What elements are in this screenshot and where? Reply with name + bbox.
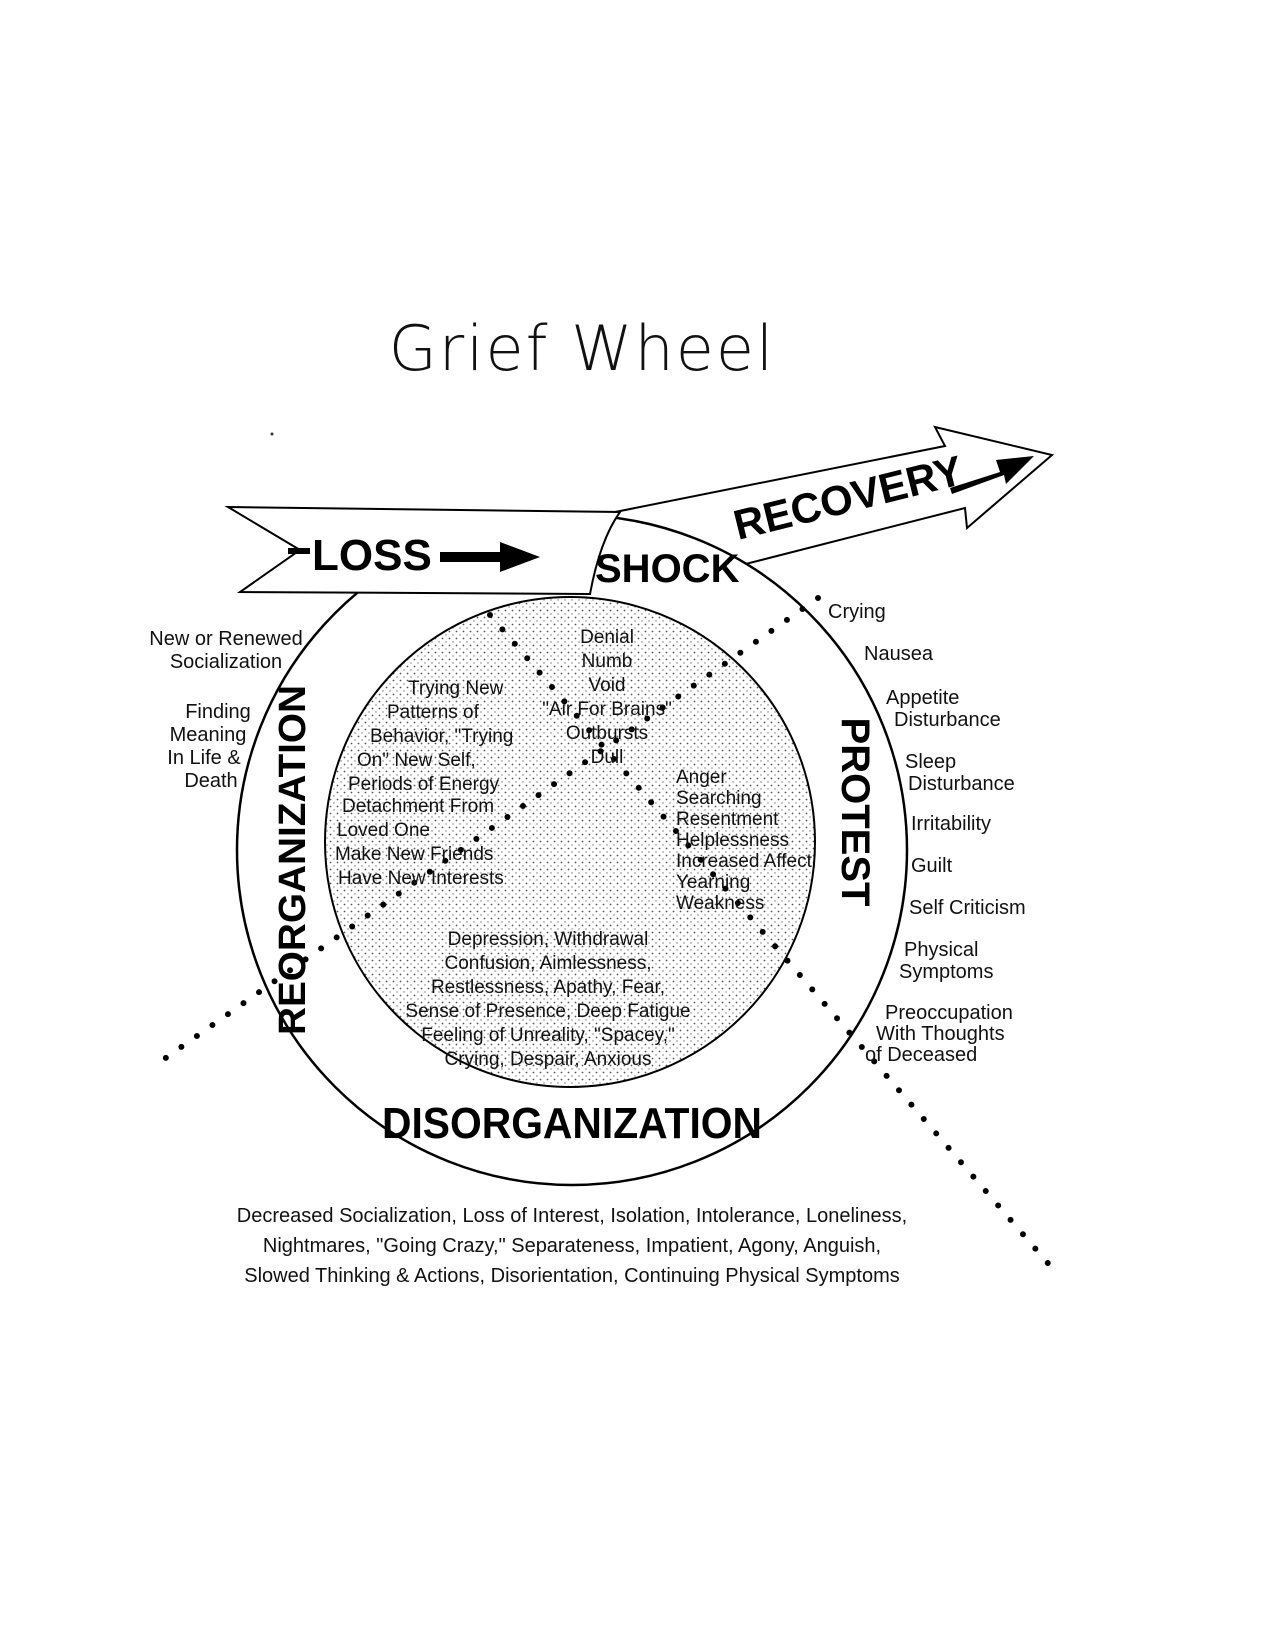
inner-circle: [324, 596, 816, 1088]
speck: [270, 432, 274, 436]
inner-disorganization-list: Depression, Withdrawal Confusion, Aimles…: [405, 929, 690, 1070]
symptom: Feeling of Unreality, "Spacey,": [421, 1025, 675, 1046]
inner-shock-list: Denial Numb Void "Air For Brains" Outbur…: [542, 627, 672, 768]
stage-disorganization: DISORGANIZATION: [382, 1099, 762, 1148]
dotted-divider-2: [157, 595, 821, 1065]
symptom: Finding: [185, 701, 251, 723]
symptom-line: Decreased Socialization, Loss of Interes…: [237, 1205, 907, 1227]
symptom: Symptoms: [899, 961, 993, 983]
symptom: Resentment: [676, 809, 779, 830]
symptom: "Air For Brains": [542, 699, 672, 720]
symptom: Crying, Despair, Anxious: [445, 1049, 652, 1070]
symptom: Disturbance: [894, 709, 1001, 731]
symptom: Periods of Energy: [348, 774, 500, 795]
symptom: Behavior, "Trying: [370, 726, 513, 747]
recovery-arrow-icon: [950, 456, 1034, 494]
symptom: Anger: [676, 767, 727, 788]
outer-protest-list: Crying Nausea Appetite Disturbance Sleep…: [828, 601, 1026, 1066]
symptom: Numb: [582, 651, 633, 672]
symptom: Have New Interests: [338, 868, 504, 889]
symptom: Irritability: [911, 813, 991, 835]
symptom: Socialization: [170, 651, 282, 673]
symptom: In Life &: [167, 747, 241, 769]
symptom: Yearning: [676, 872, 750, 893]
symptom: Sense of Presence, Deep Fatigue: [405, 1001, 690, 1022]
symptom: Helplessness: [676, 830, 789, 851]
symptom: Disturbance: [908, 773, 1015, 795]
symptom: Preoccupation: [885, 1002, 1013, 1024]
symptom: Depression, Withdrawal: [448, 929, 649, 950]
symptom: Weakness: [676, 893, 764, 914]
symptom: Denial: [580, 627, 634, 648]
symptom: Restlessness, Apathy, Fear,: [431, 977, 665, 998]
symptom: Self Criticism: [909, 897, 1026, 919]
symptom: Trying New: [408, 678, 504, 699]
symptom: of Deceased: [865, 1044, 977, 1066]
symptom: New or Renewed: [149, 628, 302, 650]
symptom: Nausea: [864, 643, 934, 665]
symptom: Appetite: [886, 687, 959, 709]
symptom: Void: [589, 675, 626, 696]
symptom: Dull: [591, 747, 624, 768]
symptom: Sleep: [905, 751, 956, 773]
symptom: Increased Affect: [676, 851, 813, 872]
outer-disorganization-list: Decreased Socialization, Loss of Interes…: [237, 1205, 907, 1287]
symptom: Patterns of: [387, 702, 480, 723]
loss-arrow-icon: [440, 542, 540, 572]
stage-protest: PROTEST: [833, 718, 877, 907]
symptom: Outbursts: [566, 723, 648, 744]
symptom: Physical: [904, 939, 978, 961]
symptom-line: Nightmares, "Going Crazy," Separateness,…: [263, 1235, 881, 1257]
symptom: Death: [184, 770, 237, 792]
symptom: Guilt: [911, 855, 953, 877]
symptom: Loved One: [337, 820, 430, 841]
inner-reorganization-list: Trying New Patterns of Behavior, "Trying…: [335, 678, 513, 889]
inner-protest-list: Anger Searching Resentment Helplessness …: [676, 767, 813, 914]
symptom-line: Slowed Thinking & Actions, Disorientatio…: [244, 1265, 900, 1287]
outer-reorganization-list: New or Renewed Socialization Finding Mea…: [149, 628, 302, 792]
symptom: On" New Self,: [357, 750, 476, 771]
stage-shock: SHOCK: [595, 547, 740, 591]
symptom: Searching: [676, 788, 762, 809]
stage-reorganization: REORGANIZATION: [272, 685, 314, 1035]
loss-label: LOSS: [312, 531, 432, 580]
loss-arrow: LOSS: [224, 505, 622, 596]
symptom: Make New Friends: [335, 844, 493, 865]
symptom: Meaning: [170, 724, 247, 746]
symptom: Detachment From: [342, 796, 494, 817]
symptom: Confusion, Aimlessness,: [445, 953, 652, 974]
symptom: With Thoughts: [876, 1023, 1005, 1045]
symptom: Crying: [828, 601, 886, 623]
page-title: Grief Wheel: [389, 312, 776, 385]
